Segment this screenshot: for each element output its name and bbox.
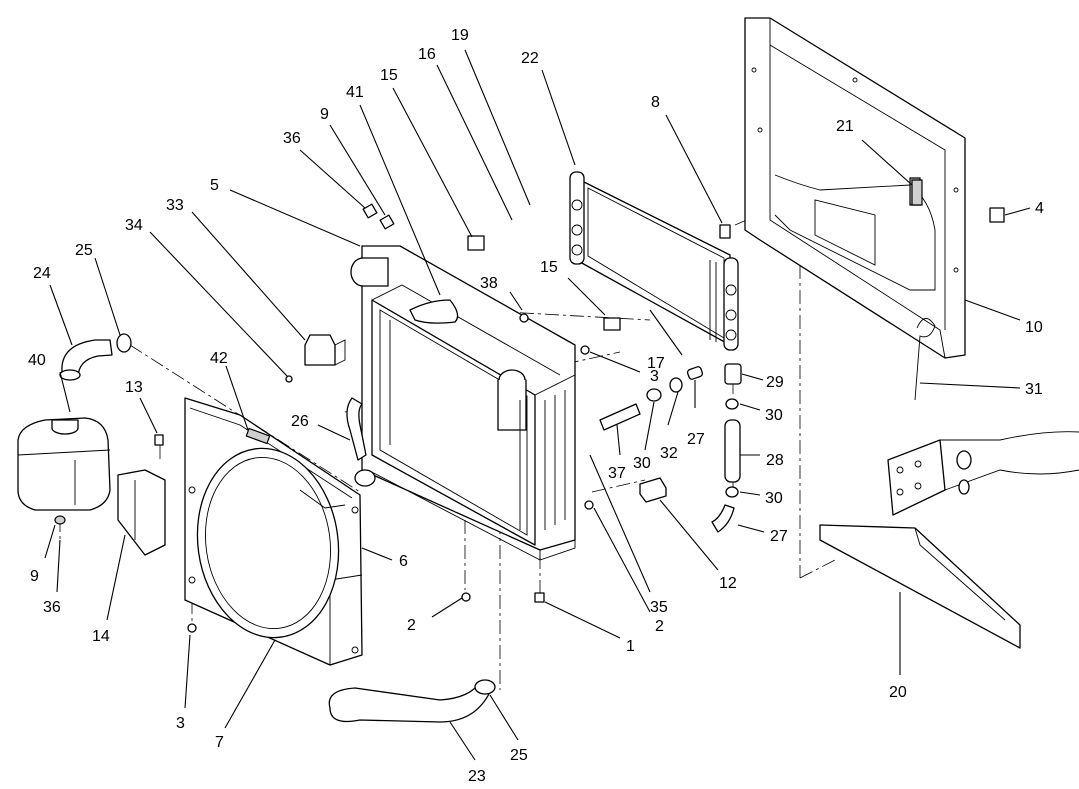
callout-12: 12 bbox=[719, 575, 737, 592]
callout-37: 37 bbox=[608, 465, 626, 482]
callout-32: 32 bbox=[660, 445, 678, 462]
callout-30b: 30 bbox=[633, 455, 651, 472]
callout-27b: 27 bbox=[770, 528, 788, 545]
callout-labels: 19 22 16 15 41 9 36 8 21 4 5 33 34 25 24… bbox=[28, 27, 1044, 785]
callout-36: 36 bbox=[283, 130, 301, 147]
callout-36b: 36 bbox=[43, 599, 61, 616]
callout-33: 33 bbox=[166, 197, 184, 214]
oil-cooler bbox=[569, 171, 739, 351]
chassis-bracket bbox=[819, 431, 1079, 649]
callout-34: 34 bbox=[125, 217, 143, 234]
fan-shroud bbox=[184, 397, 363, 666]
callout-42: 42 bbox=[210, 350, 228, 367]
callout-2b: 2 bbox=[655, 618, 664, 635]
callout-15b: 15 bbox=[540, 259, 558, 276]
callout-40: 40 bbox=[28, 352, 46, 369]
callout-30: 30 bbox=[765, 407, 783, 424]
callout-17: 17 bbox=[647, 355, 665, 372]
callout-13: 13 bbox=[125, 379, 143, 396]
reservoir-bracket bbox=[117, 469, 166, 556]
leader-lines bbox=[44, 49, 1031, 761]
callout-19: 19 bbox=[451, 27, 469, 44]
callout-27: 27 bbox=[687, 431, 705, 448]
callout-1: 1 bbox=[626, 638, 635, 655]
callout-29: 29 bbox=[766, 374, 784, 391]
callout-8: 8 bbox=[651, 94, 660, 111]
callout-20: 20 bbox=[889, 684, 907, 701]
callout-24: 24 bbox=[33, 265, 51, 282]
callout-26: 26 bbox=[291, 413, 309, 430]
callout-9b: 9 bbox=[30, 568, 39, 585]
callout-31: 31 bbox=[1025, 381, 1043, 398]
callout-28: 28 bbox=[766, 452, 784, 469]
hoses bbox=[59, 299, 742, 723]
callout-10: 10 bbox=[1025, 319, 1043, 336]
callout-30c: 30 bbox=[765, 490, 783, 507]
callout-9: 9 bbox=[320, 106, 329, 123]
hardware bbox=[154, 179, 1005, 633]
callout-5: 5 bbox=[210, 177, 219, 194]
radiator bbox=[350, 245, 576, 561]
callout-23: 23 bbox=[468, 768, 486, 785]
coolant-reservoir bbox=[17, 417, 111, 525]
callout-38: 38 bbox=[480, 275, 498, 292]
callout-7: 7 bbox=[215, 734, 224, 751]
callout-4: 4 bbox=[1035, 200, 1044, 217]
callout-6: 6 bbox=[399, 553, 408, 570]
callout-14: 14 bbox=[92, 628, 110, 645]
callout-3: 3 bbox=[650, 368, 659, 385]
callout-35: 35 bbox=[650, 599, 668, 616]
callout-21: 21 bbox=[836, 118, 854, 135]
callout-15: 15 bbox=[380, 67, 398, 84]
callout-41: 41 bbox=[346, 84, 364, 101]
callout-3b: 3 bbox=[176, 715, 185, 732]
callout-16: 16 bbox=[418, 46, 436, 63]
callout-2: 2 bbox=[407, 617, 416, 634]
callout-22: 22 bbox=[521, 50, 539, 67]
callout-25b: 25 bbox=[510, 747, 528, 764]
callout-25: 25 bbox=[75, 242, 93, 259]
mounting-frame bbox=[744, 17, 966, 359]
